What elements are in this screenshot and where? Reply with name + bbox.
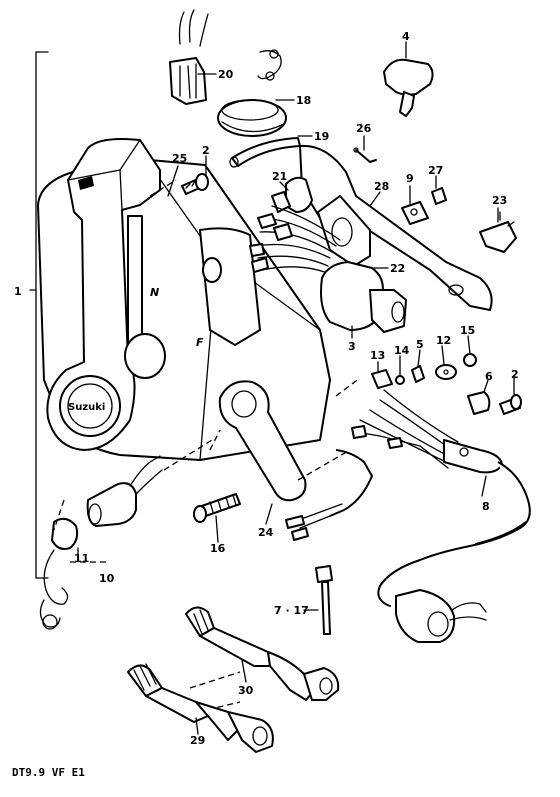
diagram-caption: DT9.9 VF E1: [12, 766, 85, 779]
small-parts: [353, 147, 517, 253]
screw-2-upper: [181, 173, 209, 195]
label-18: 18: [296, 94, 311, 107]
label-15: 15: [460, 324, 475, 337]
label-16: 16: [210, 542, 226, 555]
part-labels: 1 2 2 3 4 5 6 7 · 17 8 9 10 11 12 13 14 …: [14, 30, 519, 747]
label-2-upper: 2: [202, 144, 210, 157]
label-7-17: 7 · 17: [274, 604, 309, 617]
label-14: 14: [394, 344, 410, 357]
cable-30: [185, 606, 340, 701]
label-1: 1: [14, 285, 22, 298]
label-9: 9: [406, 172, 414, 185]
label-30: 30: [238, 684, 254, 697]
grommet-18: [217, 99, 287, 137]
svg-text:F: F: [196, 336, 204, 349]
label-29: 29: [190, 734, 205, 747]
tie-strap-7-17: [315, 565, 333, 635]
leader-lines: [53, 179, 361, 713]
label-10: 10: [99, 572, 115, 585]
label-23: 23: [492, 194, 507, 207]
key-4: [383, 58, 434, 117]
label-4: 4: [402, 30, 410, 43]
label-19: 19: [314, 130, 329, 143]
label-20: 20: [218, 68, 234, 81]
label-5: 5: [416, 338, 424, 351]
label-11: 11: [74, 552, 89, 565]
label-28: 28: [374, 180, 389, 193]
connector-20: [169, 9, 282, 105]
switch-bracket-28: [271, 144, 493, 311]
label-25: 25: [172, 152, 187, 165]
label-8: 8: [482, 500, 490, 513]
bolt-16: [193, 493, 241, 523]
label-2-lower: 2: [511, 368, 519, 381]
label-21: 21: [272, 170, 287, 183]
label-3: 3: [348, 340, 356, 353]
tube-19: [229, 137, 301, 168]
shift-lever-24: [218, 380, 307, 502]
kill-switch-lanyard: [39, 455, 163, 630]
callout-lines: [70, 41, 515, 735]
label-12: 12: [436, 334, 451, 347]
label-26: 26: [356, 122, 372, 135]
assembly-bracket: [29, 51, 49, 579]
label-13: 13: [370, 349, 385, 362]
label-22: 22: [390, 262, 405, 275]
label-24: 24: [258, 526, 274, 539]
throttle-lever: Suzuki: [46, 138, 166, 451]
label-6: 6: [485, 370, 493, 383]
suzuki-logo: Suzuki: [68, 402, 105, 413]
label-27: 27: [428, 164, 443, 177]
cable-29: [127, 663, 274, 753]
main-switch-22: [249, 205, 407, 333]
svg-text:N: N: [150, 286, 159, 299]
